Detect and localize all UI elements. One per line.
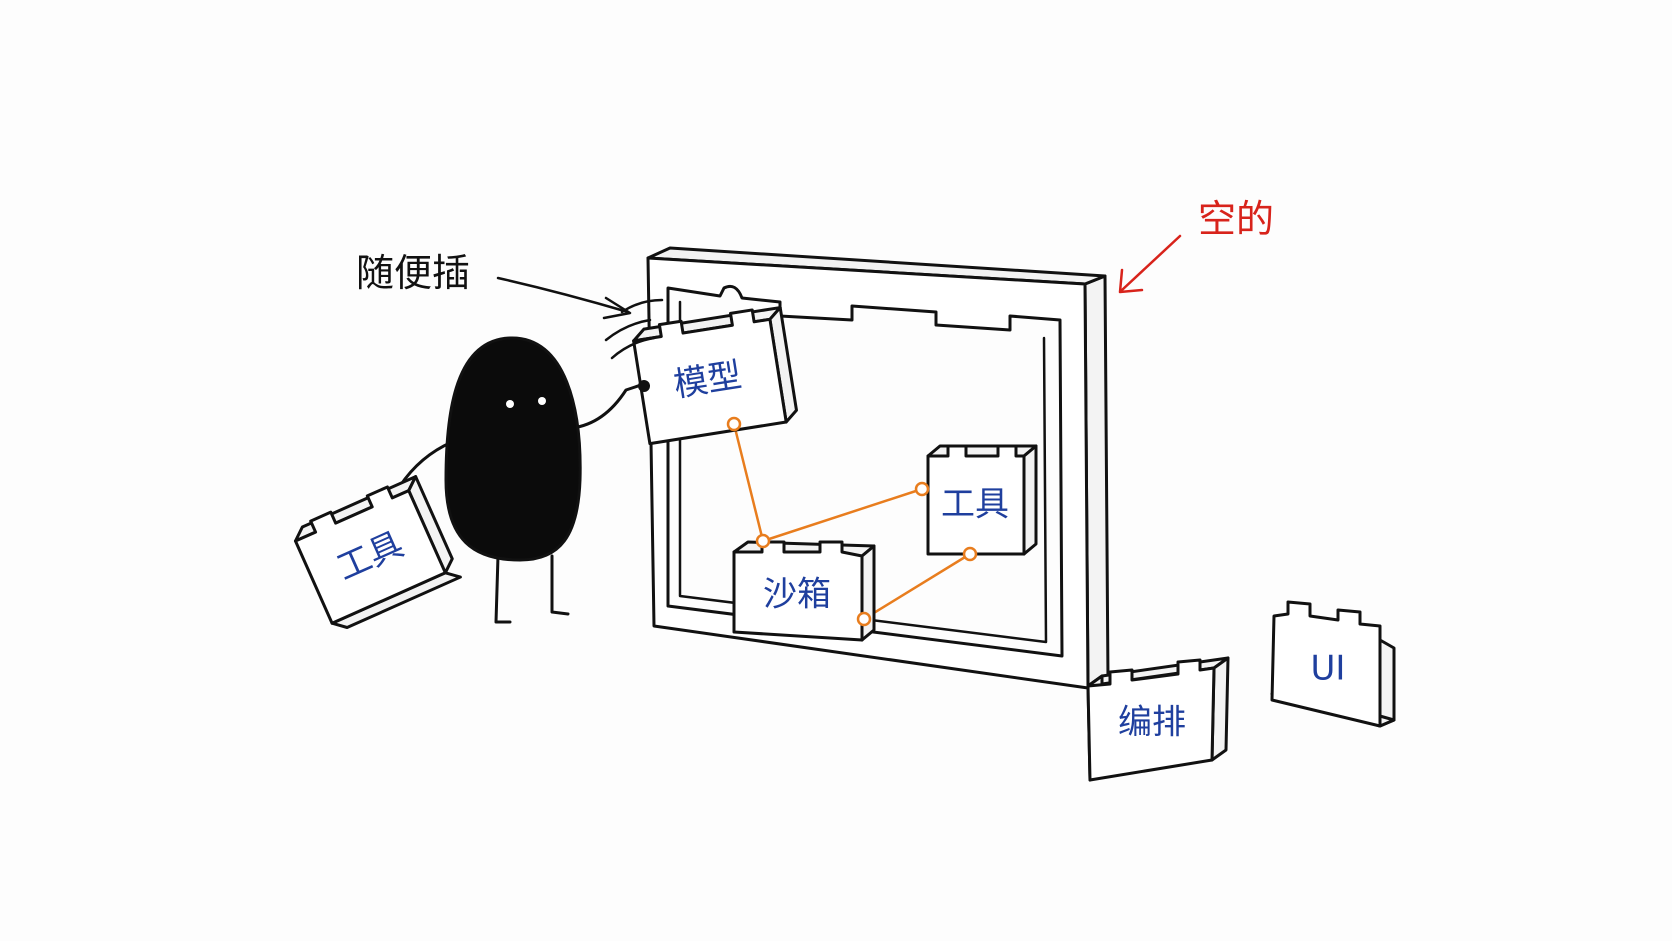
annotation-empty-arrow-shaft: [1120, 234, 1182, 292]
annotation-empty: 空的: [1118, 197, 1274, 294]
connector-wires: [732, 422, 972, 621]
motion-line: [604, 318, 652, 342]
annotation-plug-anywhere-text: 随便插: [356, 251, 470, 295]
connector-node: [755, 533, 771, 549]
annotation-plug-anywhere: 随便插: [356, 251, 632, 320]
character-eye-right: [538, 397, 546, 405]
wire-sandbox-tool: [761, 487, 924, 543]
character-leg-left: [494, 554, 512, 624]
block-orchestration-label: 编排: [1118, 703, 1186, 743]
block-sandbox-label: 沙箱: [763, 575, 831, 615]
character-body: [444, 336, 582, 562]
connector-nodes: [726, 416, 978, 627]
connector-node: [962, 546, 978, 562]
motion-line: [610, 336, 656, 360]
block-orchestration: 编排: [1086, 656, 1230, 782]
connector-node: [726, 416, 742, 432]
annotation-arrow-head: [602, 296, 632, 320]
annotation-empty-text: 空的: [1198, 197, 1274, 241]
annotation-empty-arrow-head: [1118, 268, 1144, 294]
character: [392, 336, 650, 624]
block-ui-label: UI: [1311, 649, 1346, 689]
connector-node: [914, 481, 930, 497]
character-hand-right: [638, 380, 650, 392]
block-tool-in-frame: 工具: [926, 444, 1038, 556]
character-leg-right: [550, 554, 570, 616]
block-ui: UI: [1270, 600, 1396, 728]
character-arm-right: [570, 382, 646, 430]
wire-sandbox-tool-lower: [862, 552, 972, 621]
annotation-arrow-shaft: [496, 276, 630, 314]
block-sandbox: 沙箱: [732, 540, 876, 642]
connector-node: [856, 611, 872, 627]
block-model: 模型: [632, 306, 798, 446]
empty-frame: [646, 246, 1110, 690]
character-eye-left: [506, 400, 514, 408]
block-tool-label: 工具: [941, 485, 1009, 525]
block-tool-in-hand: 工具: [293, 475, 462, 629]
wire-model-sandbox: [732, 422, 765, 543]
